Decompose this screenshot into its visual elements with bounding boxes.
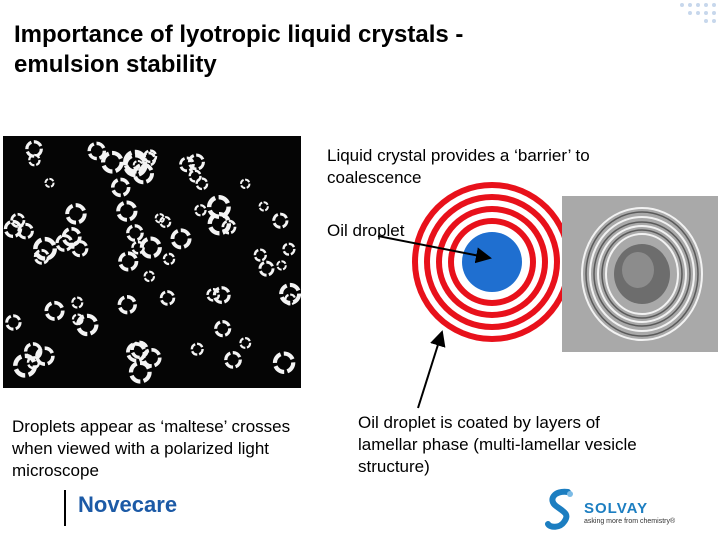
maltese-cross-droplet (253, 248, 267, 262)
maltese-cross-droplet (224, 350, 242, 369)
brand-divider (64, 490, 66, 526)
maltese-cross-droplets (3, 140, 301, 384)
right-caption-line-2: lamellar phase (multi-lamellar vesicle (358, 435, 637, 454)
maltese-cross-droplet (258, 260, 275, 277)
maltese-cross-droplet (33, 248, 50, 265)
maltese-cross-droplet (162, 252, 176, 266)
oil-droplet-label: Oil droplet (327, 221, 405, 240)
right-caption-line-3: structure) (358, 457, 430, 476)
lamellar-rings (412, 182, 572, 342)
maltese-cross-droplet (126, 342, 147, 363)
maltese-cross-droplet (239, 337, 252, 349)
corner-decoration-icon (680, 3, 716, 23)
maltese-cross-droplet (17, 222, 34, 240)
maltese-cross-droplet (272, 351, 296, 374)
maltese-cross-droplet (5, 314, 22, 331)
barrier-text-line-1: Liquid crystal provides a ‘barrier’ to (327, 146, 590, 165)
maltese-cross-droplet (284, 293, 297, 306)
maltese-cross-droplet (87, 141, 107, 161)
maltese-cross-droplet (206, 195, 231, 219)
slide-title: Importance of lyotropic liquid crystals … (14, 20, 614, 80)
maltese-cross-droplet (65, 203, 87, 225)
maltese-cross-droplet (71, 296, 84, 309)
maltese-cross-droplet (116, 200, 138, 222)
maltese-cross-droplet (25, 140, 43, 158)
maltese-cross-droplet (131, 240, 145, 255)
maltese-cross-droplet (28, 153, 41, 167)
maltese-cross-droplet (212, 286, 231, 305)
slide-title-line-1: Importance of lyotropic liquid crystals … (14, 21, 464, 48)
maltese-cross-droplet (170, 228, 192, 250)
solvay-logo-icon (545, 488, 573, 530)
maltese-cross-droplet (128, 360, 152, 384)
maltese-cross-droplet (118, 251, 139, 272)
multilamellar-vesicle-image (562, 196, 718, 352)
maltese-cross-droplet (282, 242, 296, 256)
maltese-cross-droplet (258, 201, 269, 212)
barrier-text-line-2: coalescence (327, 168, 422, 187)
maltese-cross-droplet (35, 346, 55, 366)
barrier-text: Liquid crystal provides a ‘barrier’ to c… (327, 145, 590, 189)
right-caption: Oil droplet is coated by layers of lamel… (358, 412, 637, 478)
maltese-cross-droplet (13, 353, 38, 378)
left-caption-line-2: when viewed with a polarized light (12, 439, 270, 458)
maltese-cross-droplet (214, 320, 232, 338)
maltese-cross-droplet (126, 224, 144, 242)
maltese-cross-droplet (10, 212, 26, 228)
maltese-cross-droplet (207, 211, 232, 236)
maltese-cross-droplet (76, 313, 99, 337)
slide-title-line-2: emulsion stability (14, 51, 217, 78)
maltese-cross-droplet (123, 149, 148, 174)
maltese-cross-droplet (239, 178, 251, 190)
maltese-cross-droplet (188, 169, 202, 183)
polarized-micrograph-image (3, 136, 301, 388)
solvay-wordmark: SOLVAY (584, 500, 649, 517)
maltese-cross-droplet (159, 290, 176, 306)
novecare-brand: Novecare (78, 492, 178, 517)
oil-droplet-core (462, 232, 522, 292)
maltese-cross-droplet (272, 212, 289, 229)
left-caption-line-3: microscope (12, 461, 99, 480)
maltese-cross-droplet (117, 295, 137, 315)
left-caption: Droplets appear as ‘maltese’ crosses whe… (12, 416, 290, 482)
maltese-cross-droplet (139, 236, 162, 259)
maltese-cross-droplet (143, 270, 156, 283)
maltese-cross-droplet (33, 236, 57, 261)
maltese-cross-droplet (44, 300, 65, 321)
maltese-cross-droplet (143, 149, 158, 164)
left-caption-line-1: Droplets appear as ‘maltese’ crosses (12, 417, 291, 436)
oil-droplet-arrow (377, 235, 492, 264)
coating-arrow (417, 330, 446, 409)
maltese-cross-droplet (110, 177, 131, 198)
maltese-cross-droplet (100, 150, 124, 174)
solvay-tagline: asking more from chemistry® (584, 518, 676, 525)
maltese-cross-droplet (187, 153, 205, 171)
right-caption-line-1: Oil droplet is coated by layers of (358, 413, 600, 432)
maltese-cross-droplet (279, 282, 301, 305)
maltese-cross-droplet (61, 226, 82, 247)
maltese-cross-droplet (194, 204, 207, 217)
